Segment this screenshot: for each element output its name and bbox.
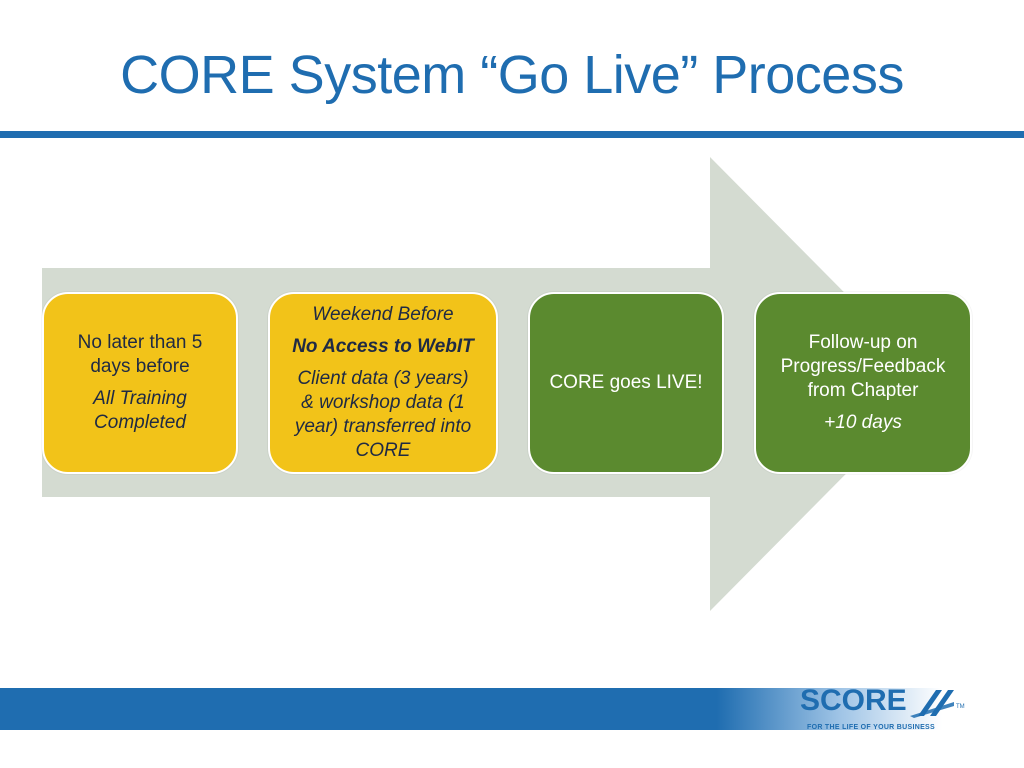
step-2-line3: year) transferred into bbox=[294, 416, 472, 437]
step-1-line2: days before bbox=[90, 356, 190, 377]
footer-bar bbox=[0, 688, 1024, 730]
step-1-note1: All Training bbox=[93, 388, 187, 409]
title-divider bbox=[0, 131, 1024, 138]
logo-trademark: TM bbox=[956, 704, 965, 710]
logo-tagline: FOR THE LIFE OF YOUR BUSINESS bbox=[807, 724, 935, 731]
step-4-line2: Progress/Feedback bbox=[780, 356, 946, 377]
step-2-line1: Client data (3 years) bbox=[297, 368, 469, 389]
page-title: CORE System “Go Live” Process bbox=[120, 45, 904, 105]
step-3-label: CORE goes LIVE! bbox=[549, 372, 703, 393]
score-logo: SCORE TM FOR THE LIFE OF YOUR BUSINESS bbox=[790, 680, 990, 740]
score-swoosh-icon bbox=[910, 690, 954, 718]
step-1-box: No later than 5 days before All Training… bbox=[42, 292, 238, 474]
step-3-box: CORE goes LIVE! bbox=[528, 292, 724, 474]
step-4-box: Follow-up on Progress/Feedback from Chap… bbox=[754, 292, 972, 474]
step-2-box: Weekend Before No Access to WebIT Client… bbox=[268, 292, 498, 474]
step-2-line4: CORE bbox=[355, 440, 411, 461]
step-2-heading: Weekend Before bbox=[312, 304, 454, 325]
logo-wordmark: SCORE bbox=[800, 684, 907, 717]
step-4-line1: Follow-up on bbox=[808, 332, 918, 353]
step-1-note2: Completed bbox=[94, 412, 186, 433]
step-4-line3: from Chapter bbox=[807, 380, 919, 401]
step-4-note: +10 days bbox=[824, 412, 902, 433]
step-2-emphasis: No Access to WebIT bbox=[292, 336, 474, 357]
step-2-line2: & workshop data (1 bbox=[301, 392, 465, 413]
step-1-line1: No later than 5 bbox=[77, 332, 203, 353]
